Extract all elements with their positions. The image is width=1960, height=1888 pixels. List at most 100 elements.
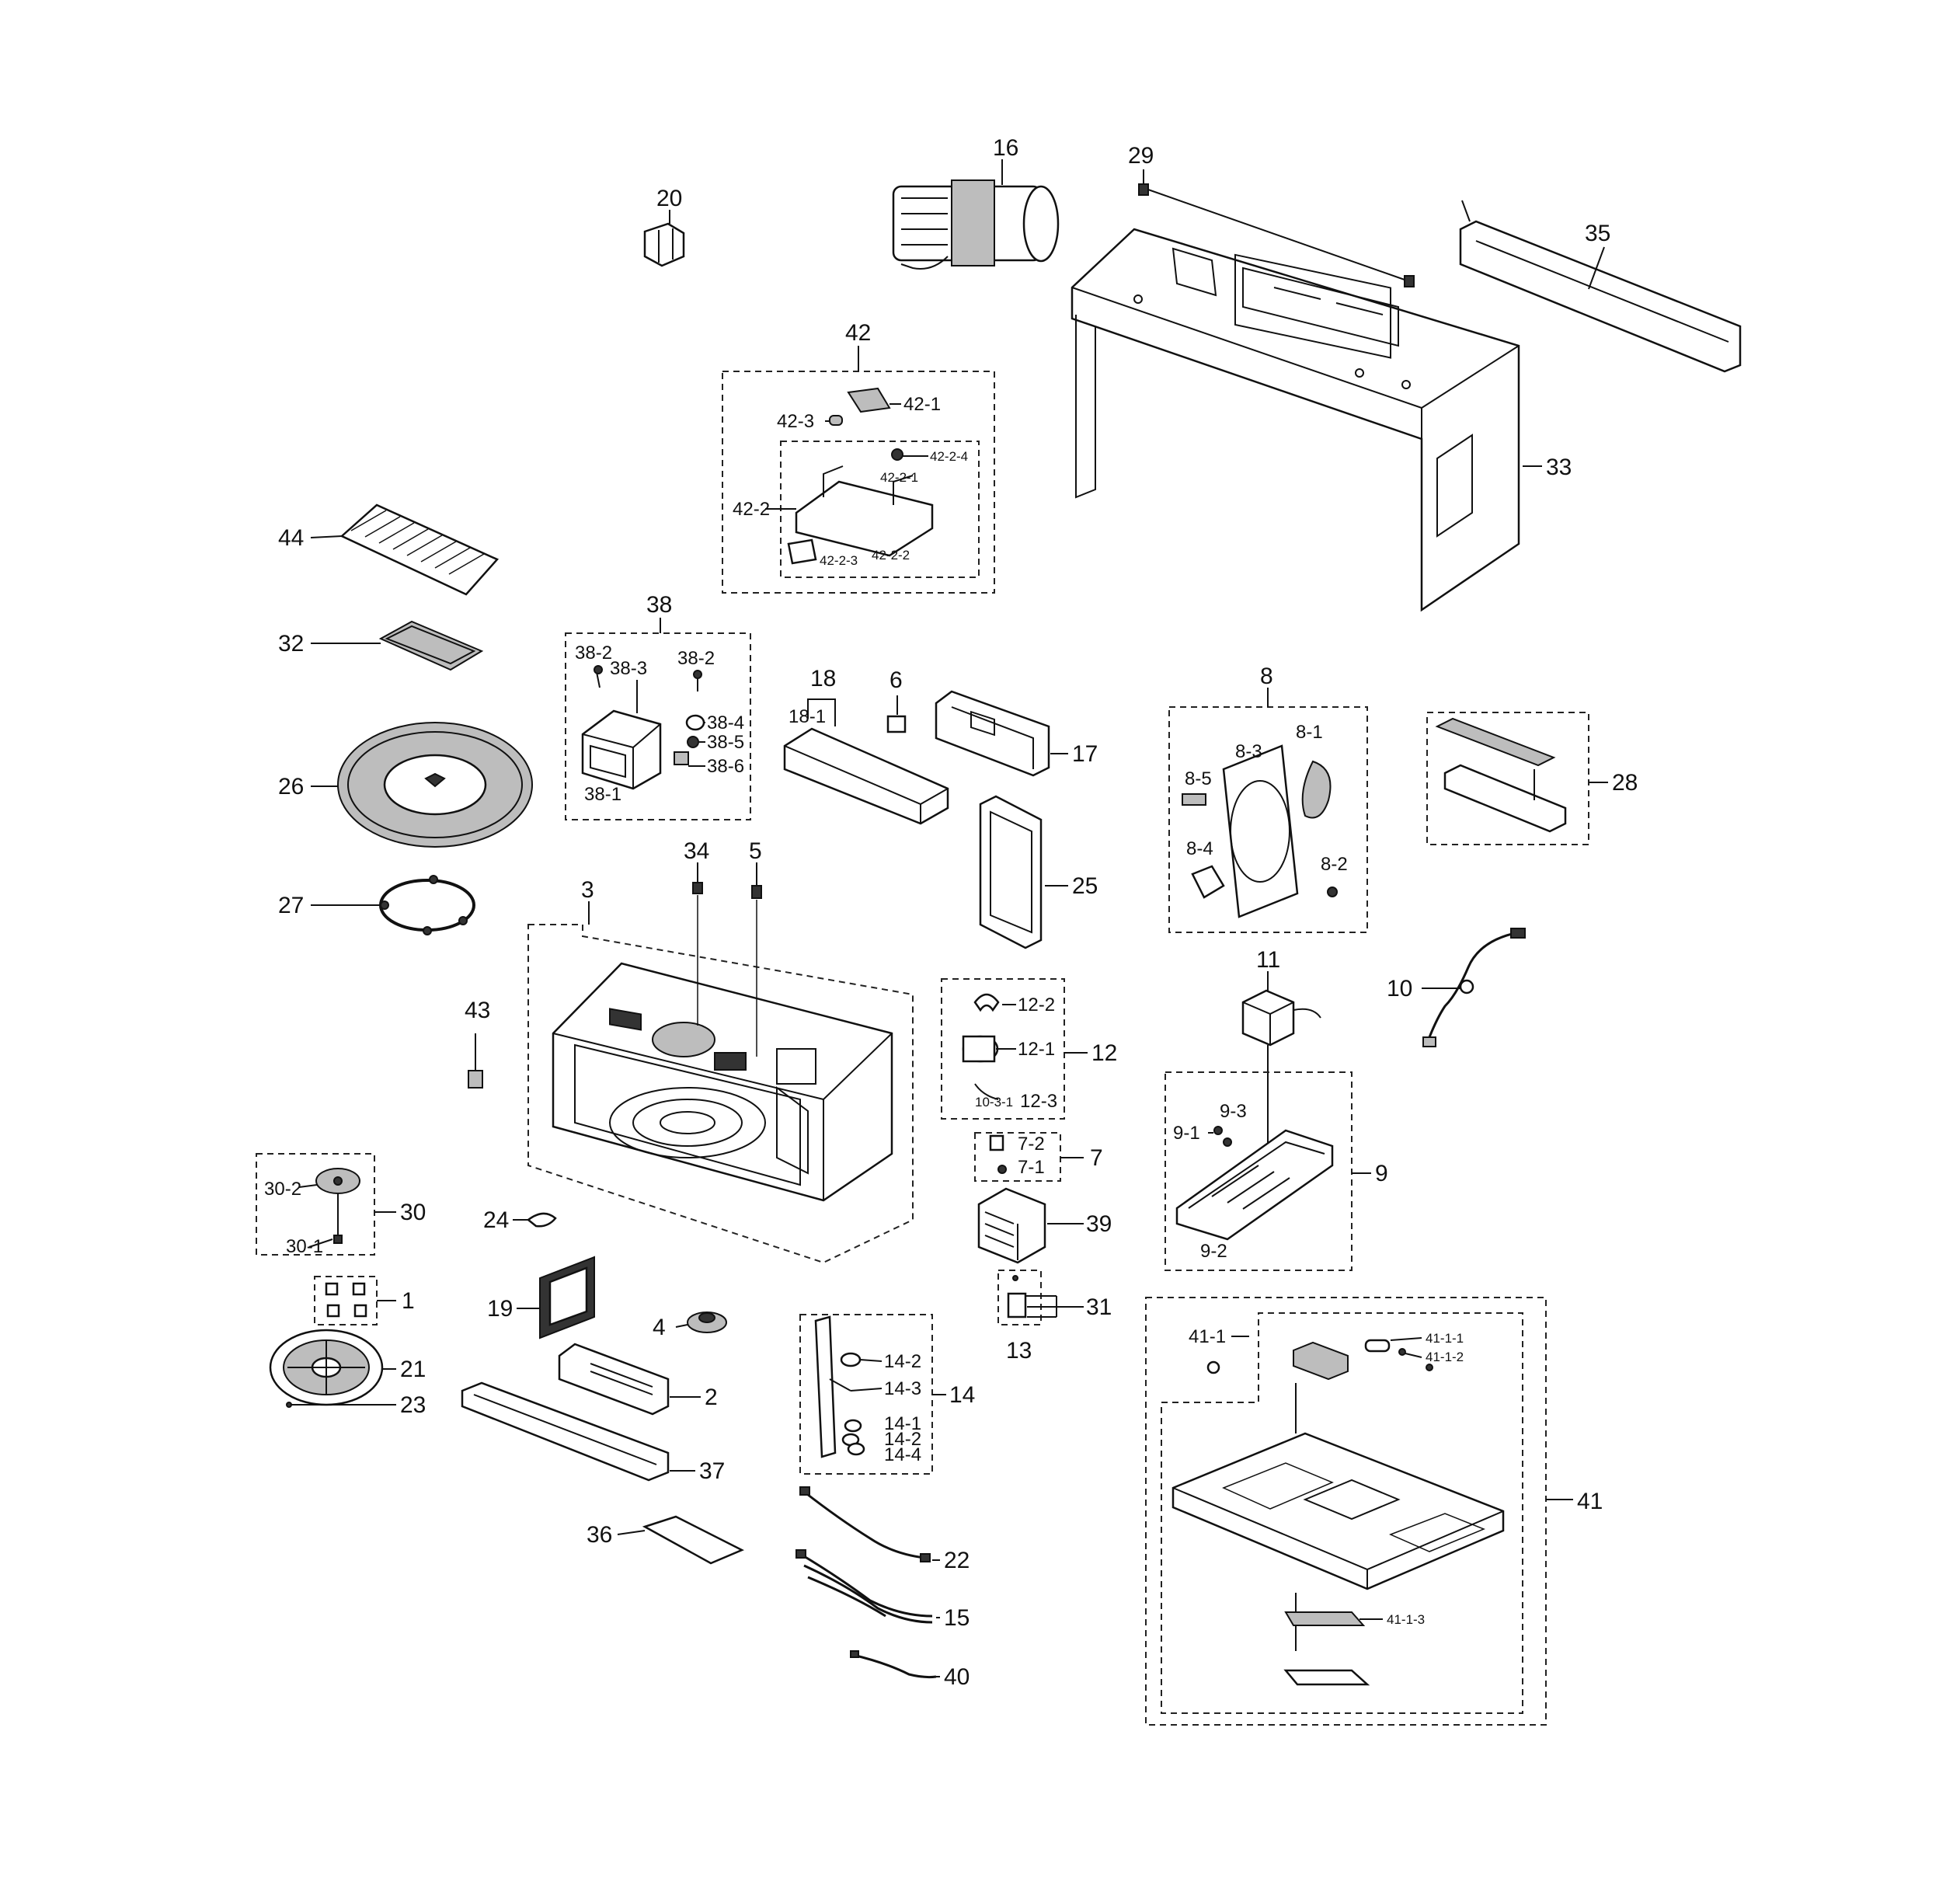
part-15-harness	[795, 1549, 933, 1624]
label-42-2: 42-2	[733, 499, 770, 520]
label-20: 20	[656, 186, 682, 211]
label-7-1: 7-1	[1018, 1157, 1045, 1178]
group-1-box	[314, 1276, 378, 1325]
label-18-1: 18-1	[789, 706, 826, 727]
part-25-choke-cover	[979, 795, 1043, 949]
part-18-air-duct	[783, 727, 949, 825]
label-31: 31	[1086, 1294, 1112, 1320]
label-36: 36	[587, 1522, 612, 1548]
group-28-box	[1426, 712, 1589, 845]
label-38-2-left: 38-2	[575, 643, 612, 664]
label-39: 39	[1086, 1211, 1112, 1237]
part-37-front-trim	[461, 1381, 670, 1482]
label-7-2: 7-2	[1018, 1134, 1045, 1155]
label-5: 5	[749, 838, 762, 864]
label-8-3: 8-3	[1235, 741, 1262, 762]
label-10-3-1: 10-3-1	[975, 1095, 1013, 1109]
group-30-box	[256, 1153, 375, 1256]
label-42-2-1: 42-2-1	[880, 470, 918, 485]
part-34-thermostat	[692, 882, 703, 894]
label-12-1: 12-1	[1018, 1039, 1055, 1060]
part-1-feet	[325, 1282, 367, 1318]
group-13-box	[997, 1270, 1042, 1325]
label-42-3: 42-3	[777, 411, 814, 432]
label-4: 4	[653, 1315, 666, 1340]
part-29-nut-2	[1404, 275, 1415, 287]
label-14-1: 14-1	[884, 1413, 921, 1434]
part-33-outer-cabinet	[1071, 228, 1520, 612]
label-25: 25	[1072, 873, 1098, 899]
group-41-1-box	[1161, 1312, 1523, 1714]
label-7: 7	[1090, 1145, 1103, 1171]
part-10-power-cord	[1422, 928, 1526, 1047]
label-38: 38	[646, 592, 672, 618]
label-3: 3	[581, 877, 594, 903]
label-14-3: 14-3	[884, 1378, 921, 1399]
label-23: 23	[400, 1392, 426, 1418]
part-21-turntable-motor	[269, 1329, 384, 1406]
label-13: 13	[1006, 1338, 1032, 1364]
label-27: 27	[278, 893, 304, 918]
label-41-1: 41-1	[1189, 1326, 1226, 1347]
label-38-6: 38-6	[707, 756, 744, 777]
label-12: 12	[1091, 1040, 1117, 1066]
label-33: 33	[1546, 455, 1572, 480]
label-2: 2	[705, 1385, 718, 1410]
label-11: 11	[1256, 947, 1280, 973]
part-14-latch-board	[814, 1315, 865, 1458]
part-20-bracket	[643, 222, 685, 267]
part-6-fuse	[886, 715, 907, 733]
label-28: 28	[1612, 770, 1638, 796]
part-38-damper-assembly	[581, 665, 705, 790]
label-38-2-right: 38-2	[677, 648, 715, 669]
part-11-transformer	[1241, 989, 1321, 1150]
part-43-sensor	[468, 1033, 483, 1089]
part-8-fan-assembly	[1182, 744, 1338, 918]
label-30: 30	[400, 1200, 426, 1225]
label-8-2: 8-2	[1321, 854, 1348, 875]
label-38-4: 38-4	[707, 712, 744, 733]
part-28-vent-cover	[1435, 717, 1567, 833]
label-14-2-bottom: 14-2	[884, 1429, 921, 1450]
part-26-glass-tray	[337, 722, 533, 848]
part-32-grease-filter	[378, 620, 484, 671]
label-12-2: 12-2	[1018, 995, 1055, 1015]
label-42-2-2: 42-2-2	[872, 548, 910, 563]
label-8-5: 8-5	[1185, 768, 1212, 789]
label-21: 21	[400, 1357, 426, 1382]
part-12-capacitor	[962, 993, 1000, 1100]
label-30-2: 30-2	[264, 1179, 301, 1200]
label-14-4: 14-4	[884, 1444, 921, 1465]
label-9: 9	[1375, 1161, 1388, 1186]
part-44-wire-rack	[339, 503, 500, 596]
label-42-2-4: 42-2-4	[930, 449, 968, 464]
part-39-magnetron	[977, 1187, 1046, 1264]
label-35: 35	[1585, 221, 1610, 246]
label-40: 40	[944, 1664, 970, 1690]
label-17: 17	[1072, 741, 1098, 767]
label-10: 10	[1387, 976, 1412, 1001]
label-32: 32	[278, 631, 304, 657]
label-8: 8	[1260, 664, 1273, 689]
label-24: 24	[483, 1207, 509, 1233]
group-38-box	[565, 632, 751, 820]
part-3-oven-cavity	[552, 962, 893, 1202]
part-41-1-light-assembly	[1206, 1339, 1433, 1686]
label-38-3: 38-3	[610, 658, 647, 679]
part-17-vent-bracket	[935, 690, 1050, 777]
part-19-panel	[539, 1256, 595, 1339]
part-35-mounting-rail	[1459, 200, 1742, 373]
label-19: 19	[487, 1296, 513, 1322]
label-16: 16	[993, 135, 1018, 161]
part-30-coupler	[315, 1168, 360, 1244]
part-42-control-assembly	[787, 387, 934, 565]
label-12-3: 12-3	[1020, 1091, 1057, 1112]
label-42: 42	[845, 320, 871, 346]
part-2-control-board	[558, 1343, 670, 1416]
part-36-manual	[642, 1515, 744, 1565]
part-40-harness	[850, 1650, 937, 1679]
part-16-fan-motor	[892, 179, 1060, 270]
label-9-3: 9-3	[1220, 1101, 1247, 1122]
label-41-1-3: 41-1-3	[1387, 1612, 1425, 1627]
